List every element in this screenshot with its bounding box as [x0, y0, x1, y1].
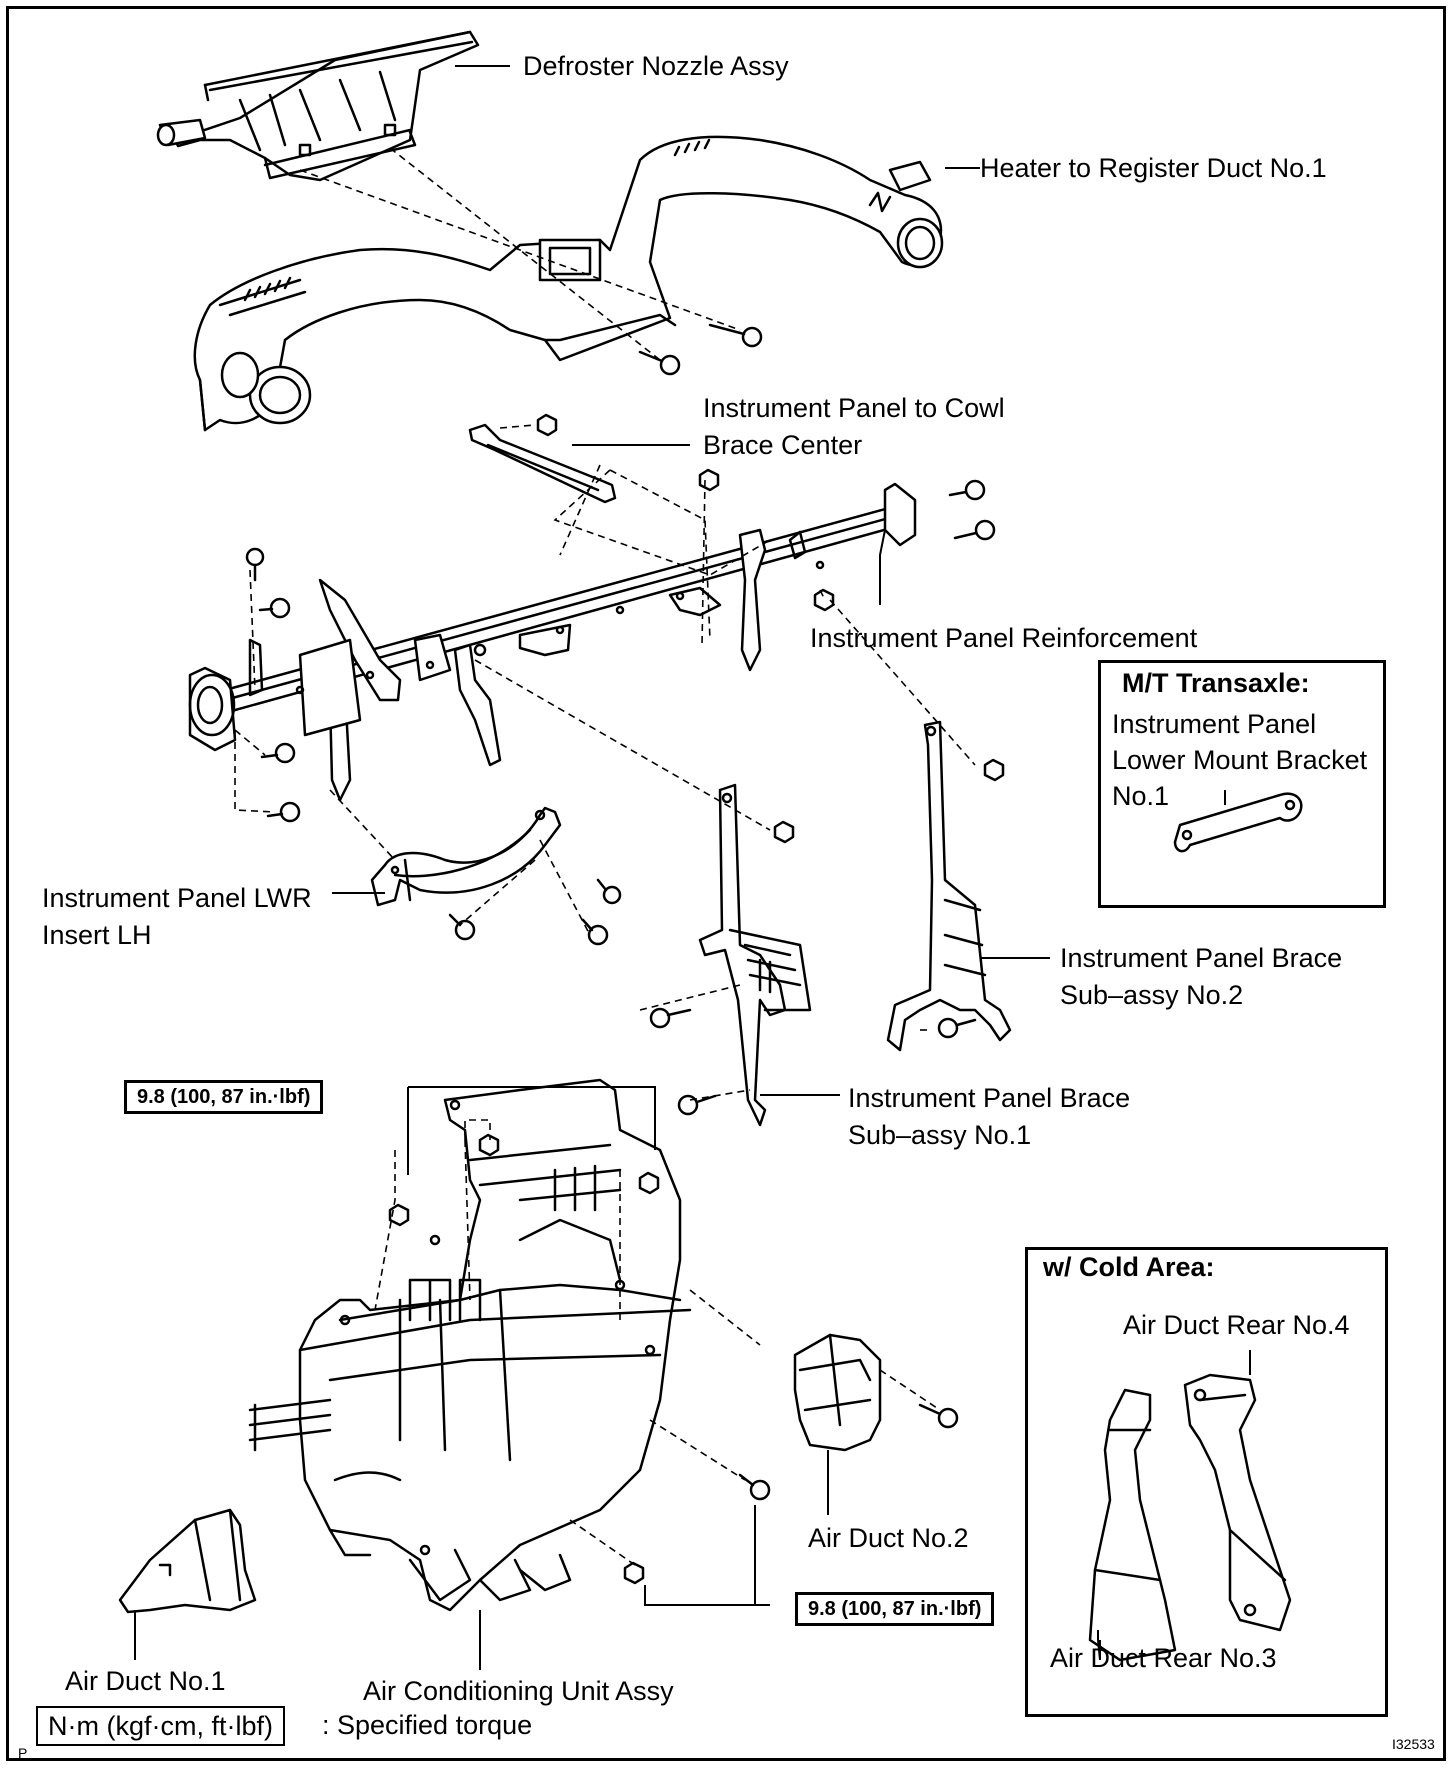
torque-unit-box: N·m (kgf·cm, ft·lbf): [36, 1706, 285, 1746]
lwr-insert-part: [370, 806, 562, 907]
assembly-lines: [234, 147, 976, 1566]
reinforcement-part: [188, 482, 917, 802]
mt-bracket-part: [1173, 792, 1303, 853]
ac-unit-part: [248, 1078, 692, 1612]
mt-transaxle-box: [1098, 660, 1386, 908]
cowl-brace-part: [468, 423, 617, 504]
mt-box-title: M/T Transaxle:: [1122, 668, 1310, 698]
label-cowl-brace-line2: Brace Center: [703, 430, 863, 460]
brace-no1-part: [698, 783, 812, 1127]
corner-mark: P: [18, 1745, 28, 1761]
label-air-duct-no2: Air Duct No.2: [808, 1523, 969, 1553]
leader-lines: [134, 65, 1251, 1670]
label-defroster-nozzle: Defroster Nozzle Assy: [523, 51, 789, 81]
cold-area-box: [1025, 1247, 1388, 1717]
cold-box-title: w/ Cold Area:: [1043, 1252, 1215, 1282]
diagram-frame: [6, 6, 1446, 1761]
brace-no2-part: [886, 720, 1012, 1052]
label-heater-register-duct: Heater to Register Duct No.1: [980, 153, 1327, 183]
mt-box-line1: Instrument Panel: [1112, 709, 1317, 739]
label-cowl-brace-line1: Instrument Panel to Cowl: [703, 393, 1005, 423]
label-brace-no1-line2: Sub–assy No.1: [848, 1120, 1032, 1150]
mt-box-line3: No.1: [1112, 781, 1170, 811]
label-reinforcement: Instrument Panel Reinforcement: [810, 623, 1198, 653]
label-brace-no2-line2: Sub–assy No.2: [1060, 980, 1244, 1010]
cold-area-ducts-part: [1088, 1373, 1292, 1662]
mt-box-line2: Lower Mount Bracket: [1112, 745, 1368, 775]
air-duct-no1-part: [118, 1508, 257, 1614]
heater-register-duct-part: [193, 135, 944, 432]
torque-spec-lower: 9.8 (100, 87 in.·lbf): [795, 1592, 995, 1626]
fasteners: [245, 323, 1005, 1585]
air-duct-no2-part: [793, 1333, 882, 1452]
label-air-duct-no1: Air Duct No.1: [65, 1666, 226, 1696]
label-air-duct-rear-no3: Air Duct Rear No.3: [1050, 1643, 1277, 1673]
label-lwr-insert-line1: Instrument Panel LWR: [42, 883, 312, 913]
label-lwr-insert-line2: Insert LH: [42, 920, 152, 950]
label-brace-no1-line1: Instrument Panel Brace: [848, 1083, 1131, 1113]
torque-legend-text: : Specified torque: [322, 1710, 533, 1740]
defroster-nozzle-part: [156, 30, 480, 182]
label-ac-unit: Air Conditioning Unit Assy: [363, 1676, 674, 1706]
label-air-duct-rear-no4: Air Duct Rear No.4: [1123, 1310, 1350, 1340]
torque-spec-upper: 9.8 (100, 87 in.·lbf): [124, 1080, 324, 1114]
label-brace-no2-line1: Instrument Panel Brace: [1060, 943, 1343, 973]
figure-id: I32533: [1392, 1736, 1435, 1752]
